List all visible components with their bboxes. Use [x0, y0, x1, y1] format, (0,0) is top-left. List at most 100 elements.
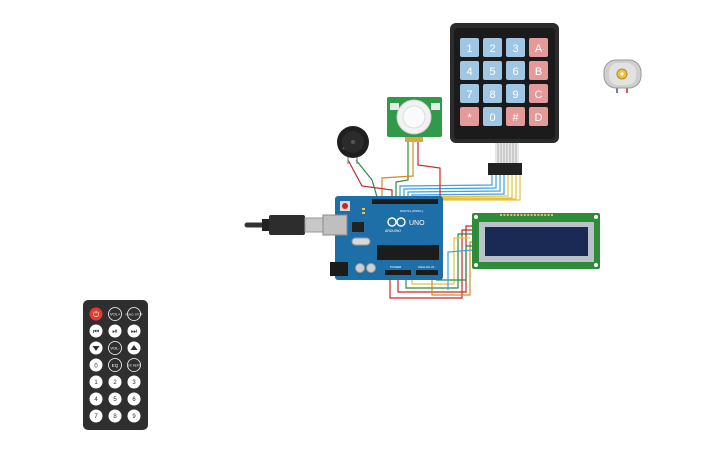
lcd-wire — [436, 245, 476, 281]
pir-pot-left — [390, 103, 399, 110]
motor-shaft-center — [620, 72, 624, 76]
crystal — [351, 237, 371, 246]
keypad-key-star[interactable] — [460, 107, 479, 126]
remote-func-button[interactable] — [127, 307, 141, 321]
keypad-wire — [403, 175, 497, 200]
digital-label: DIGITAL (PWM~) — [400, 209, 423, 213]
remote-digit-label: 3 — [132, 380, 136, 386]
lcd-pin — [513, 214, 516, 216]
arduino-uno[interactable]: UNO ARDUINO DIGITAL (PWM~) POWER ANALOG … — [322, 196, 443, 280]
keypad-header — [488, 163, 522, 175]
remote-vol-down-button[interactable] — [108, 341, 122, 355]
remote-vol-up-label: VOL+ — [110, 312, 121, 317]
lcd-mount-hole — [474, 263, 478, 267]
keypad-key-label: 2 — [489, 43, 495, 55]
keypad-key-0[interactable] — [483, 107, 502, 126]
buzzer-wire — [355, 159, 379, 201]
wires — [347, 140, 521, 299]
lcd-pins — [500, 214, 553, 216]
remote-digit-label: 7 — [94, 414, 98, 420]
lcd-pin — [520, 214, 523, 216]
keypad-key-7[interactable] — [460, 84, 479, 103]
keypad-wire — [424, 175, 517, 200]
remote-play-button[interactable] — [108, 324, 122, 338]
keypad-key-label: * — [467, 112, 472, 124]
keypad-key-label: 9 — [512, 89, 518, 101]
keypad-key-hash[interactable] — [506, 107, 525, 126]
keypad-key-label: 1 — [466, 43, 472, 55]
remote-next-button[interactable] — [127, 324, 141, 338]
usb-chip — [352, 222, 364, 232]
keypad-key-label: C — [535, 89, 543, 101]
lcd-wire — [411, 237, 470, 285]
remote-digit-8-button[interactable] — [108, 409, 122, 423]
lcd-wire — [405, 233, 474, 289]
remote-power-button[interactable] — [89, 307, 103, 321]
remote-digit-1-button[interactable] — [89, 375, 103, 389]
remote-digit-label: 1 — [94, 380, 98, 386]
pir-sensor[interactable] — [387, 97, 442, 142]
remote-vol-up-button[interactable] — [108, 307, 122, 321]
lcd-pin — [503, 214, 506, 216]
remote-digit-3-button[interactable] — [127, 375, 141, 389]
keypad-key-label: B — [535, 66, 542, 78]
keypad-key-2[interactable] — [483, 38, 502, 57]
power-icon: ⏻ — [93, 310, 100, 319]
remote-digit-5-button[interactable] — [108, 392, 122, 406]
keypad-wire — [399, 175, 493, 200]
keypad-key-8[interactable] — [483, 84, 502, 103]
ir-remote[interactable]: ⏻ VOL+ FUNC/ STOP ⏮ ⏯ ⏭ VOL- 0 EQ ST/ RE… — [83, 300, 148, 430]
remote-prev-button[interactable] — [89, 324, 103, 338]
pir-wire — [395, 140, 409, 200]
keypad-key-6[interactable] — [506, 61, 525, 80]
power-header — [385, 270, 411, 275]
play-pause-icon: ⏯ — [112, 329, 118, 336]
remote-digit-2-button[interactable] — [108, 375, 122, 389]
usb-plug-metal — [304, 217, 324, 233]
capacitor — [355, 263, 365, 273]
remote-zero-button[interactable] — [89, 358, 103, 372]
remote-digit-4-button[interactable] — [89, 392, 103, 406]
arduino-brand: ARDUINO — [385, 229, 401, 233]
keypad-key-d[interactable] — [529, 107, 548, 126]
lcd-pin — [534, 214, 536, 216]
lcd-pin — [547, 214, 550, 216]
lcd-display[interactable] — [472, 213, 600, 269]
lcd-pin — [510, 214, 513, 216]
remote-digit-7-button[interactable] — [89, 409, 103, 423]
keypad-key-9[interactable] — [506, 84, 525, 103]
lcd-pin — [551, 214, 553, 216]
lcd-mount-hole — [594, 263, 598, 267]
lcd-mount-hole — [594, 215, 598, 219]
arduino-model: UNO — [409, 220, 425, 227]
remote-eq-button[interactable] — [108, 358, 122, 372]
keypad-key-c[interactable] — [529, 84, 548, 103]
keypad-key-a[interactable] — [529, 38, 548, 57]
lcd-mount-hole — [474, 215, 478, 219]
keypad-key-3[interactable] — [506, 38, 525, 57]
arduino-logo-right — [396, 217, 406, 227]
power-label: POWER — [390, 265, 402, 269]
reset-button-cap[interactable] — [342, 203, 348, 209]
piezo-buzzer[interactable]: + — [337, 126, 369, 164]
keypad-key-4[interactable] — [460, 61, 479, 80]
remote-st-button[interactable] — [127, 358, 141, 372]
usb-cable[interactable] — [244, 215, 324, 235]
keypad-key-5[interactable] — [483, 61, 502, 80]
lcd-pin — [530, 214, 533, 216]
lcd-pin — [527, 214, 530, 216]
keypad-key-label: # — [512, 112, 519, 124]
analog-header — [416, 270, 438, 275]
power-jack — [330, 262, 348, 276]
remote-digit-6-button[interactable] — [127, 392, 141, 406]
usb-boot — [262, 219, 270, 231]
remote-eq-label: EQ — [112, 363, 119, 368]
remote-digit-9-button[interactable] — [127, 409, 141, 423]
lcd-pin — [540, 214, 543, 216]
keypad-key-1[interactable] — [460, 38, 479, 57]
dc-motor[interactable] — [603, 59, 642, 93]
keypad-key-b[interactable] — [529, 61, 548, 80]
